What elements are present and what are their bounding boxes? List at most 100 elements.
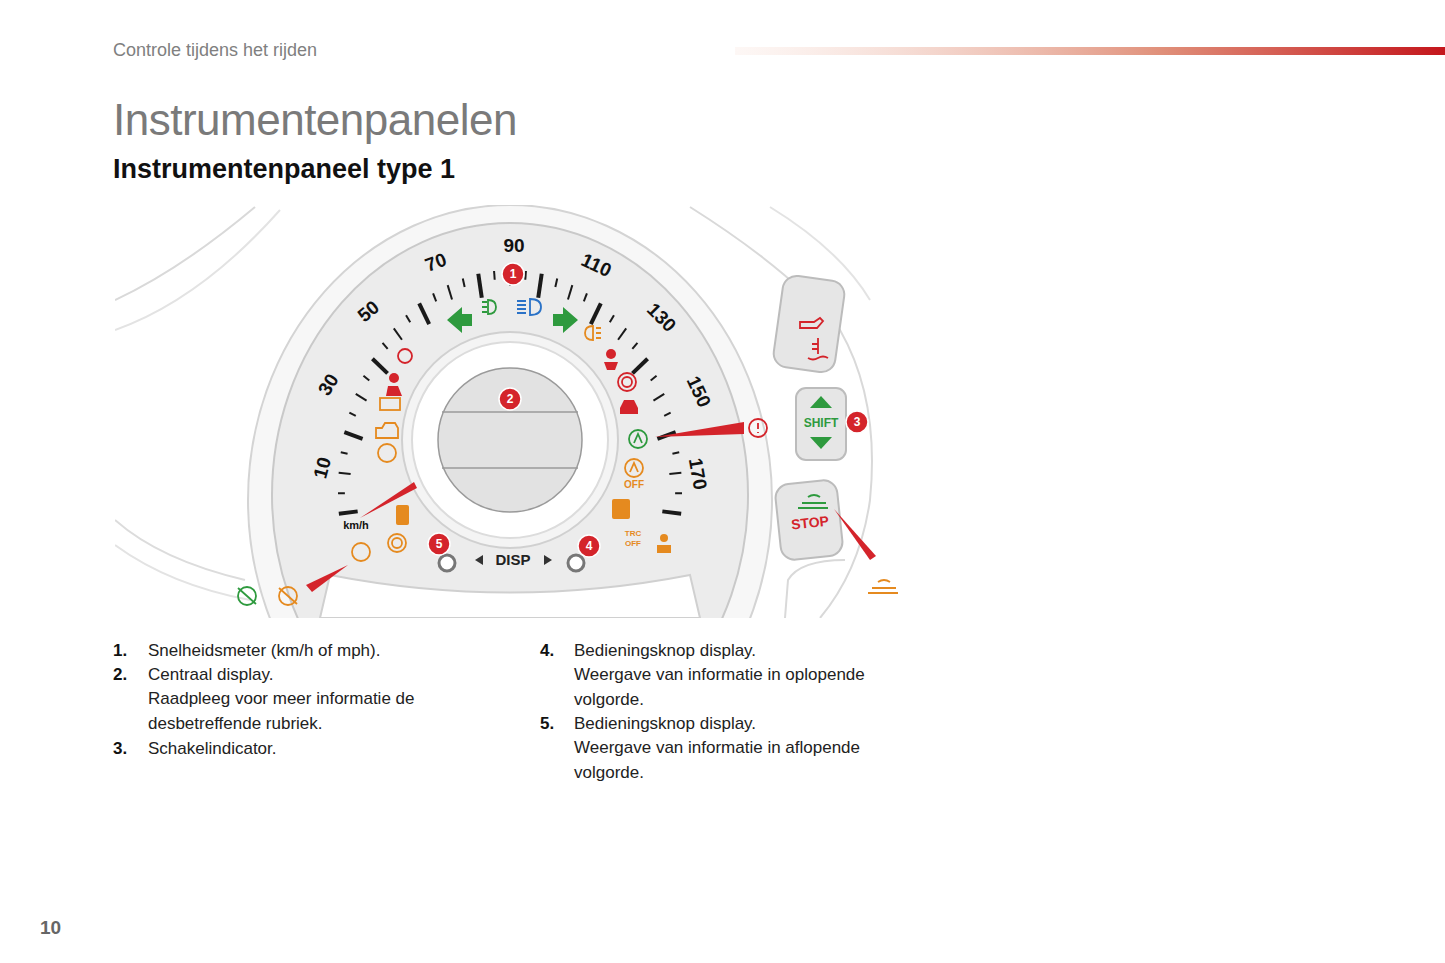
- shift-pod: [796, 388, 846, 460]
- tick-mark: [610, 315, 614, 322]
- list-number: 1.: [113, 641, 127, 661]
- tick-mark: [363, 376, 369, 381]
- list-text: Bedieningsknop display.: [574, 641, 756, 661]
- header-bar: [735, 47, 1445, 55]
- tick-mark: [339, 473, 351, 474]
- warning-symbols: [352, 349, 671, 561]
- tick-mark: [632, 359, 647, 374]
- tick-mark: [338, 492, 345, 494]
- callout-number: 5: [436, 537, 443, 551]
- bezel-line: [115, 520, 245, 580]
- tick-mark: [463, 279, 465, 288]
- list-text: Snelheidsmeter (km/h of mph).: [148, 641, 380, 661]
- inner-dial: [412, 342, 608, 538]
- tick-mark: [493, 271, 496, 280]
- page-number: 10: [40, 917, 61, 940]
- icon-text: OFF: [625, 539, 641, 549]
- inner-dial-ring: [402, 332, 618, 548]
- oil-symbol: [800, 318, 823, 328]
- tick-mark: [591, 303, 601, 324]
- temperature-symbol: [808, 338, 828, 360]
- tick-mark: [372, 359, 387, 374]
- list-number: 2.: [113, 665, 127, 685]
- gauge-face: [272, 223, 748, 618]
- display-knob: [439, 555, 455, 571]
- tick-mark: [478, 274, 481, 298]
- disp-arrow-left: [475, 555, 483, 565]
- running-header: Controle tijdens het rijden: [113, 40, 317, 62]
- display-knob: [568, 555, 584, 571]
- tick-mark: [383, 343, 388, 349]
- list-number: 4.: [540, 641, 554, 661]
- turn-left-arrow: [447, 307, 472, 333]
- light-symbols: [482, 299, 601, 340]
- display-line: [442, 467, 578, 469]
- bezel-line: [115, 207, 255, 300]
- tick-mark: [341, 452, 348, 454]
- list-text: Weergave van informatie in aflopende vol…: [574, 736, 909, 785]
- list-number: 5.: [540, 714, 554, 734]
- tick-mark: [632, 343, 637, 349]
- leader-wedge: [306, 565, 348, 592]
- list-text: Weergave van informatie in oplopende vol…: [574, 663, 909, 712]
- list-text: Bedieningsknop display.: [574, 714, 756, 734]
- tick-mark: [448, 285, 452, 299]
- turn-right-arrow: [553, 307, 578, 333]
- display-line: [442, 411, 578, 413]
- tick-mark: [584, 293, 587, 301]
- tick-mark: [356, 394, 367, 401]
- tick-mark: [662, 511, 681, 513]
- tick-mark: [675, 492, 682, 494]
- tick-mark: [538, 274, 541, 298]
- tick-mark: [653, 394, 664, 401]
- tick-marks: [338, 270, 682, 514]
- tick-mark: [419, 303, 429, 324]
- tick-mark: [618, 328, 626, 339]
- bezel-line: [115, 210, 280, 330]
- tick-mark: [672, 452, 679, 454]
- tick-mark: [524, 271, 527, 280]
- callout-number: 3: [854, 415, 861, 429]
- list-text: Schakelindicator.: [148, 739, 277, 759]
- tick-mark: [651, 376, 657, 381]
- unit-label: km/h: [343, 519, 369, 532]
- outside-symbols: [238, 419, 898, 605]
- bezel-line: [115, 545, 250, 600]
- shift-down-arrow: [810, 437, 832, 449]
- central-display: [438, 368, 582, 512]
- tick-mark: [344, 432, 362, 439]
- tick-mark: [669, 473, 681, 474]
- list-text: Centraal display.: [148, 665, 273, 685]
- gauge-outer-rim: [248, 205, 772, 618]
- disp-arrow-right: [544, 555, 552, 565]
- leader-wedge: [655, 422, 744, 437]
- callout-number: 2: [507, 392, 514, 406]
- stop-start-symbol: [798, 495, 828, 508]
- gauge-bottom-edge: [320, 575, 700, 618]
- stop-pod: [774, 479, 844, 561]
- list-text: Raadpleeg voor meer informatie de desbet…: [148, 687, 458, 736]
- list-number: 3.: [113, 739, 127, 759]
- icon-text: OFF: [624, 479, 644, 491]
- callout-number: 1: [510, 267, 517, 281]
- tick-mark: [664, 413, 670, 416]
- callout-number: 4: [586, 539, 593, 553]
- icon-text: TRC: [625, 529, 641, 539]
- warning-pod: [772, 274, 846, 374]
- shift-label: SHIFT: [804, 416, 839, 430]
- bezel-line: [785, 560, 845, 618]
- tick-mark: [339, 511, 358, 513]
- tick-mark: [555, 279, 557, 288]
- tick-mark: [394, 328, 402, 339]
- tick-mark: [349, 413, 355, 416]
- section-heading: Instrumentenpaneel type 1: [113, 153, 455, 185]
- speed-number: 90: [503, 235, 524, 258]
- disp-label: DISP: [495, 551, 530, 569]
- leader-wedge: [834, 509, 876, 560]
- tick-mark: [406, 315, 410, 322]
- tick-mark: [568, 285, 572, 299]
- callout-circles: [428, 263, 868, 557]
- tick-mark: [433, 293, 436, 301]
- shift-up-arrow: [810, 396, 832, 408]
